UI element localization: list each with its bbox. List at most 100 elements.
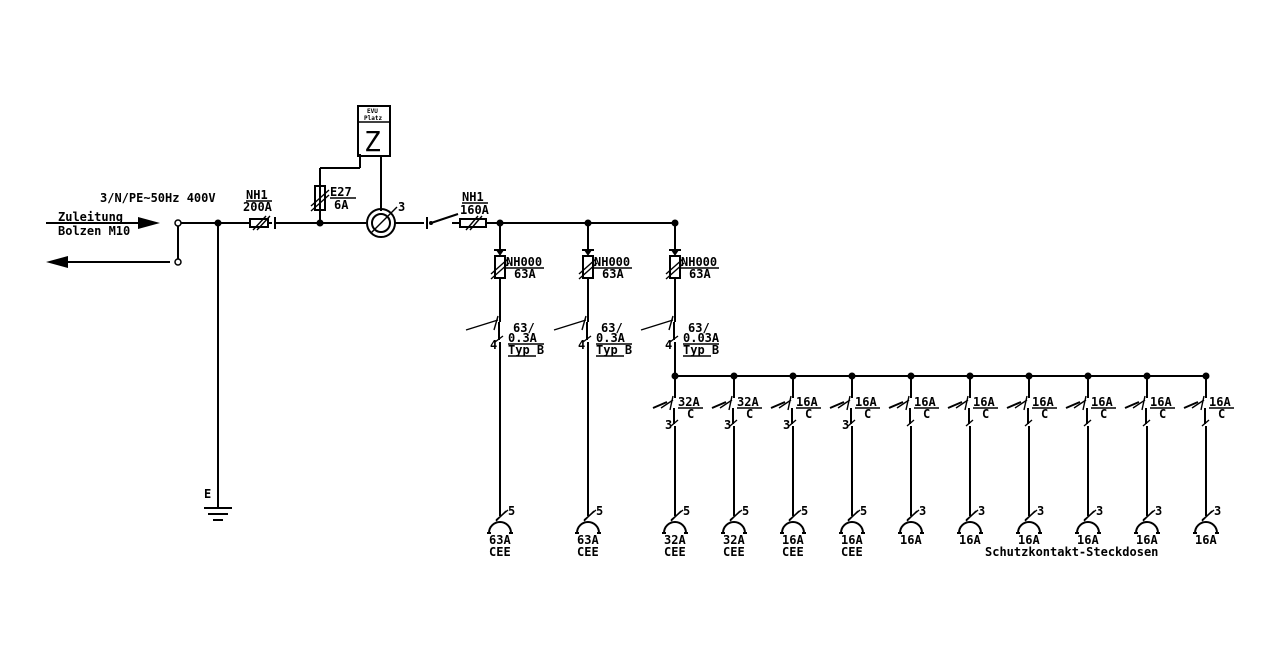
feeder-rcd-current-0: 0.3A (508, 331, 538, 345)
meter-section: E27 6A EVU Platz Z 3 (310, 105, 428, 238)
breaker-icon-3 (829, 401, 845, 409)
feeder-rcd-type-1: Typ B (596, 343, 632, 357)
outgoing-arrow-head (46, 256, 68, 268)
circuit-breaker-rating-2: 16A (796, 395, 818, 409)
circuit-breaker-rating-0: 32A (678, 395, 700, 409)
breaker-icon-6 (1006, 401, 1022, 409)
meter-phases: 3 (398, 200, 405, 214)
circuit-socket-rating-3: 16A (841, 533, 863, 547)
circuit-socket-icon-6 (1017, 521, 1041, 534)
breaker-icon-0 (652, 401, 668, 409)
circuit-socket-icon-3 (840, 521, 864, 534)
circuit-socket-rating-7: 16A (1077, 533, 1099, 547)
terminal-bottom (174, 258, 182, 266)
feeder-rcd-rating-0: 63/ (513, 321, 535, 335)
breaker-icon-1 (711, 401, 727, 409)
main-switch: NH1 160A (429, 190, 675, 231)
circuit-breaker-rating-1: 32A (737, 395, 759, 409)
circuit-breaker-char-4: C (923, 407, 930, 421)
feeder-poles-1: 4 (578, 338, 585, 352)
circuit-breaker-rating-7: 16A (1091, 395, 1113, 409)
breaker-icon-8 (1124, 401, 1140, 409)
feeder-poles-2: 4 (665, 338, 672, 352)
circuit-breaker-rating-5: 16A (973, 395, 995, 409)
feeder-rcd-current-1: 0.3A (596, 331, 626, 345)
circuit-breaker-char-6: C (1041, 407, 1048, 421)
circuit-socket-type-0: CEE (664, 545, 686, 559)
circuit-breaker-char-8: C (1159, 407, 1166, 421)
breaker-icon-2 (770, 401, 786, 409)
circuit-breaker-rating-6: 16A (1032, 395, 1054, 409)
circuit-conductors-4: 3 (919, 504, 926, 518)
circuit-conductors-0: 5 (683, 504, 690, 518)
main-switch-rating: 160A (460, 203, 490, 217)
circuit-breaker-char-3: C (864, 407, 871, 421)
circuit-socket-icon-7 (1076, 521, 1100, 534)
circuit-socket-type-3: CEE (841, 545, 863, 559)
circuit-socket-icon-5 (958, 521, 982, 534)
circuit-poles-2: 3 (783, 418, 790, 432)
meter-box (357, 105, 391, 157)
feeder-socket-icon-0 (488, 521, 512, 534)
circuit-socket-rating-9: 16A (1195, 533, 1217, 547)
circuit-poles-1: 3 (724, 418, 731, 432)
meter-box-label-2: Platz (364, 115, 382, 122)
circuit-socket-rating-2: 16A (782, 533, 804, 547)
circuit-socket-icon-9 (1194, 521, 1218, 534)
circuit-conductors-7: 3 (1096, 504, 1103, 518)
breaker-icon-9 (1183, 401, 1199, 409)
circuit-conductors-3: 5 (860, 504, 867, 518)
circuit-breaker-rating-3: 16A (855, 395, 877, 409)
main-fuse: NH1 200A (243, 188, 366, 231)
main-fuse-type: NH1 (246, 188, 268, 202)
feeder-fuse-type-2: NH000 (681, 255, 717, 269)
feeder-fuse-type-0: NH000 (506, 255, 542, 269)
circuit-breaker-rating-9: 16A (1209, 395, 1231, 409)
meter-fuse-rating: 6A (334, 198, 349, 212)
circuit-breaker-char-5: C (982, 407, 989, 421)
circuit-conductors-6: 3 (1037, 504, 1044, 518)
feeder-rcd-rating-1: 63/ (601, 321, 623, 335)
incoming-arrow-head (138, 217, 160, 229)
circuit-conductors-2: 5 (801, 504, 808, 518)
circuit-socket-icon-1 (722, 521, 746, 534)
feeder-rcd-rating-2: 63/ (688, 321, 710, 335)
schuko-label: Schutzkontakt-Steckdosen (985, 545, 1158, 559)
circuit-socket-rating-1: 32A (723, 533, 745, 547)
feeder-socket-rating-0: 63A (489, 533, 511, 547)
supply-section: 3/N/PE~50Hz 400V Zuleitung Bolzen M10 E (46, 191, 250, 521)
feeder-conductors-1: 5 (596, 504, 603, 518)
circuit-breaker-rating-8: 16A (1150, 395, 1172, 409)
circuit-conductors-9: 3 (1214, 504, 1221, 518)
circuit-poles-3: 3 (842, 418, 849, 432)
circuit-breaker-rating-4: 16A (914, 395, 936, 409)
circuit-breaker-char-7: C (1100, 407, 1107, 421)
circuit-socket-rating-8: 16A (1136, 533, 1158, 547)
feeder-socket-type-0: CEE (489, 545, 511, 559)
circuit-socket-type-2: CEE (782, 545, 804, 559)
meter-symbol: Z (364, 125, 381, 158)
main-fuse-rating: 200A (243, 200, 273, 214)
breaker-icon-7 (1065, 401, 1081, 409)
circuit-socket-rating-0: 32A (664, 533, 686, 547)
feeder-rcd-type-2: Typ B (683, 343, 719, 357)
circuit-breaker-char-2: C (805, 407, 812, 421)
feeder-poles-0: 4 (490, 338, 497, 352)
circuit-conductors-5: 3 (978, 504, 985, 518)
circuit-socket-icon-0 (663, 521, 687, 534)
main-switch-type: NH1 (462, 190, 484, 204)
feeder-conductors-0: 5 (508, 504, 515, 518)
